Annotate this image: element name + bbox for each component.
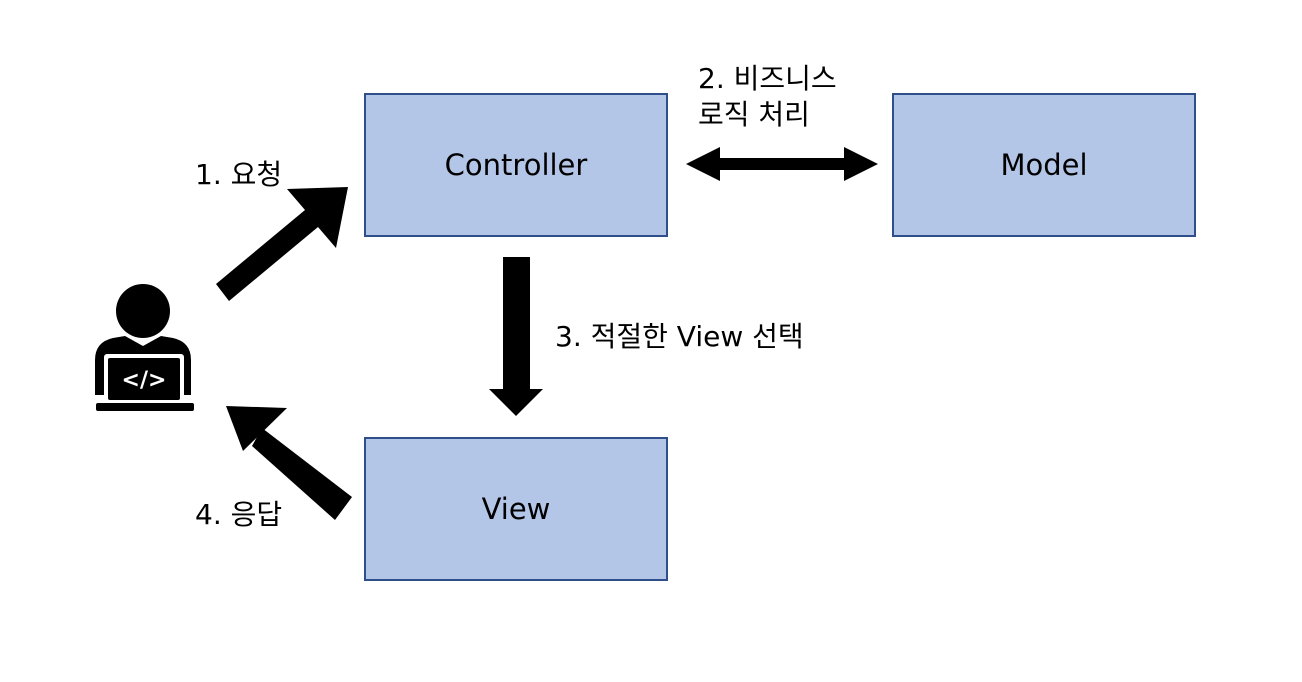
code-symbol: </>	[122, 368, 167, 393]
model-box: Model	[892, 93, 1196, 237]
developer-with-laptop-icon: </>	[95, 284, 194, 411]
step2-label-line1: 2. 비즈니스	[698, 62, 837, 95]
response-arrow	[226, 403, 350, 499]
step1-label: 1. 요청	[195, 158, 283, 191]
step3-label: 3. 적절한 View 선택	[555, 320, 804, 353]
model-label: Model	[1000, 148, 1088, 182]
controller-label: Controller	[444, 148, 588, 182]
response-arrow-head	[226, 406, 287, 451]
business-logic-arrow	[686, 147, 878, 181]
request-arrow	[216, 187, 348, 301]
select-view-arrow	[489, 257, 543, 416]
controller-box: Controller	[364, 93, 668, 237]
step4-label: 4. 응답	[195, 498, 283, 531]
view-label: View	[481, 492, 551, 526]
step2-label-line2: 로직 처리	[698, 98, 810, 131]
view-box: View	[364, 437, 668, 581]
